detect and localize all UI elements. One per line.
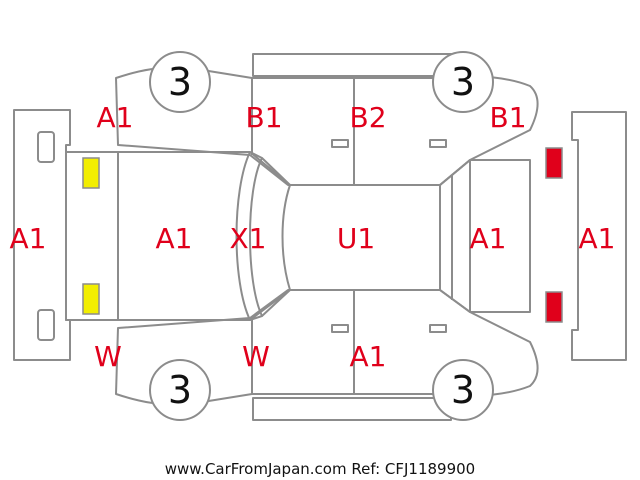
top-side-skirt xyxy=(252,53,452,77)
label-trunk: A1 xyxy=(470,222,507,255)
label-hood: A1 xyxy=(156,222,193,255)
label-right-front-fender: W xyxy=(94,340,122,373)
top-view-body xyxy=(65,151,531,321)
wheel-front-right: 3 xyxy=(149,359,211,421)
headlight-right xyxy=(82,283,100,315)
label-right-front-door: W xyxy=(242,340,270,373)
wheel-front-left: 3 xyxy=(149,51,211,113)
wheel-rear-right: 3 xyxy=(432,359,494,421)
label-left-rear-quarter: B1 xyxy=(489,101,526,134)
label-windshield: X1 xyxy=(230,222,267,255)
rear-bumper xyxy=(571,111,627,361)
wheel-front-right-grade: 3 xyxy=(168,368,192,412)
wheel-rear-left: 3 xyxy=(432,51,494,113)
label-left-front-fender: A1 xyxy=(97,101,134,134)
taillight-right xyxy=(545,291,563,323)
label-right-rear-door: A1 xyxy=(350,340,387,373)
label-rear-bumper: A1 xyxy=(579,222,616,255)
bottom-side-skirt xyxy=(252,397,452,421)
wheel-rear-left-grade: 3 xyxy=(451,60,475,104)
label-left-front-door: B1 xyxy=(245,101,282,134)
label-roof: U1 xyxy=(337,222,375,255)
label-left-rear-door: B2 xyxy=(349,101,386,134)
taillight-left xyxy=(545,147,563,179)
wheel-rear-right-grade: 3 xyxy=(451,368,475,412)
footer-reference: www.CarFromJapan.com Ref: CFJ1189900 xyxy=(165,460,475,478)
label-front-bumper: A1 xyxy=(10,222,47,255)
wheel-front-left-grade: 3 xyxy=(168,60,192,104)
headlight-left xyxy=(82,157,100,189)
